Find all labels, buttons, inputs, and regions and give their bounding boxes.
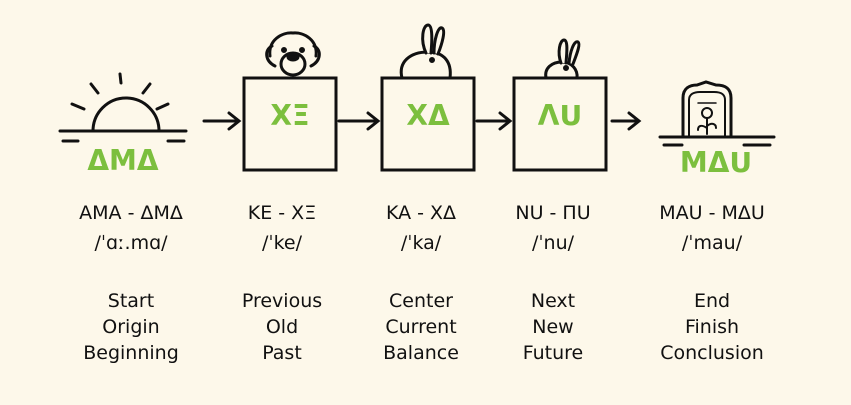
- arrow-1: [202, 111, 242, 131]
- box-ke: [242, 76, 338, 172]
- concept-ke: KE - ΧΞ /ˈke/ Previous Old Past: [212, 200, 352, 366]
- glyph-nu: ΛU: [538, 99, 582, 132]
- concept-meanings: End Finish Conclusion: [642, 288, 782, 366]
- meaning: Center: [389, 290, 453, 312]
- meaning: Previous: [241, 290, 323, 312]
- rabbit-icon: [399, 23, 452, 80]
- concept-ka: KA - ΧΔ /ˈka/ Center Current Balance: [351, 200, 491, 366]
- glyph-ka: ΧΔ: [406, 99, 450, 132]
- meaning: Conclusion: [660, 342, 764, 364]
- glyph-ke: ΧΞ: [270, 99, 309, 132]
- concept-title: NU - ΠU: [515, 202, 591, 224]
- meaning: New: [532, 316, 574, 338]
- concept-ipa: /ˈnu/: [531, 232, 575, 254]
- concept-ama: AMA - ΔMΔ /ˈɑː.mɑ/ Start Origin Beginnin…: [61, 200, 201, 366]
- concept-meanings: Previous Old Past: [212, 288, 352, 366]
- meaning: Beginning: [83, 342, 179, 364]
- gravestone-icon: [658, 80, 776, 147]
- concept-ipa: /ˈɑː.mɑ/: [94, 232, 168, 254]
- timeline-illustration: ΔΜΔ ΧΞ ΧΔ: [58, 23, 776, 179]
- meaning: Old: [265, 316, 299, 338]
- arrow-2: [337, 111, 381, 131]
- meaning: End: [693, 290, 731, 312]
- concept-title: AMA - ΔMΔ: [79, 202, 183, 224]
- concept-title: MAU - MΔU: [659, 202, 765, 224]
- arrow-4: [610, 111, 642, 131]
- concept-ipa: /ˈmau/: [681, 232, 743, 254]
- meaning: Future: [522, 342, 584, 364]
- small-rabbit-icon: [544, 38, 581, 80]
- arrow-3: [475, 111, 513, 131]
- meaning: Origin: [102, 316, 160, 338]
- concept-title: KA - ΧΔ: [385, 202, 457, 224]
- concept-meanings: Center Current Balance: [351, 288, 491, 366]
- concept-meanings: Next New Future: [483, 288, 623, 366]
- meaning: Balance: [383, 342, 459, 364]
- meaning: Current: [385, 316, 457, 338]
- concept-mau: MAU - MΔU /ˈmau/ End Finish Conclusion: [642, 200, 782, 366]
- box-nu: [512, 76, 608, 172]
- dog-icon: [265, 31, 321, 77]
- concept-meanings: Start Origin Beginning: [61, 288, 201, 366]
- meaning: Past: [262, 342, 302, 364]
- meaning: Finish: [684, 316, 740, 338]
- concept-ipa: /ˈke/: [261, 232, 303, 254]
- meaning: Start: [107, 290, 155, 312]
- glyph-ama: ΔΜΔ: [87, 144, 159, 177]
- box-ka: [380, 76, 476, 172]
- concept-ipa: /ˈka/: [400, 232, 442, 254]
- meaning: Next: [530, 290, 576, 312]
- sunrise-icon: [58, 72, 188, 143]
- glyph-mau: ΜΔU: [680, 146, 752, 179]
- concept-title: KE - ΧΞ: [247, 202, 317, 224]
- concept-nu: NU - ΠU /ˈnu/ Next New Future: [483, 200, 623, 366]
